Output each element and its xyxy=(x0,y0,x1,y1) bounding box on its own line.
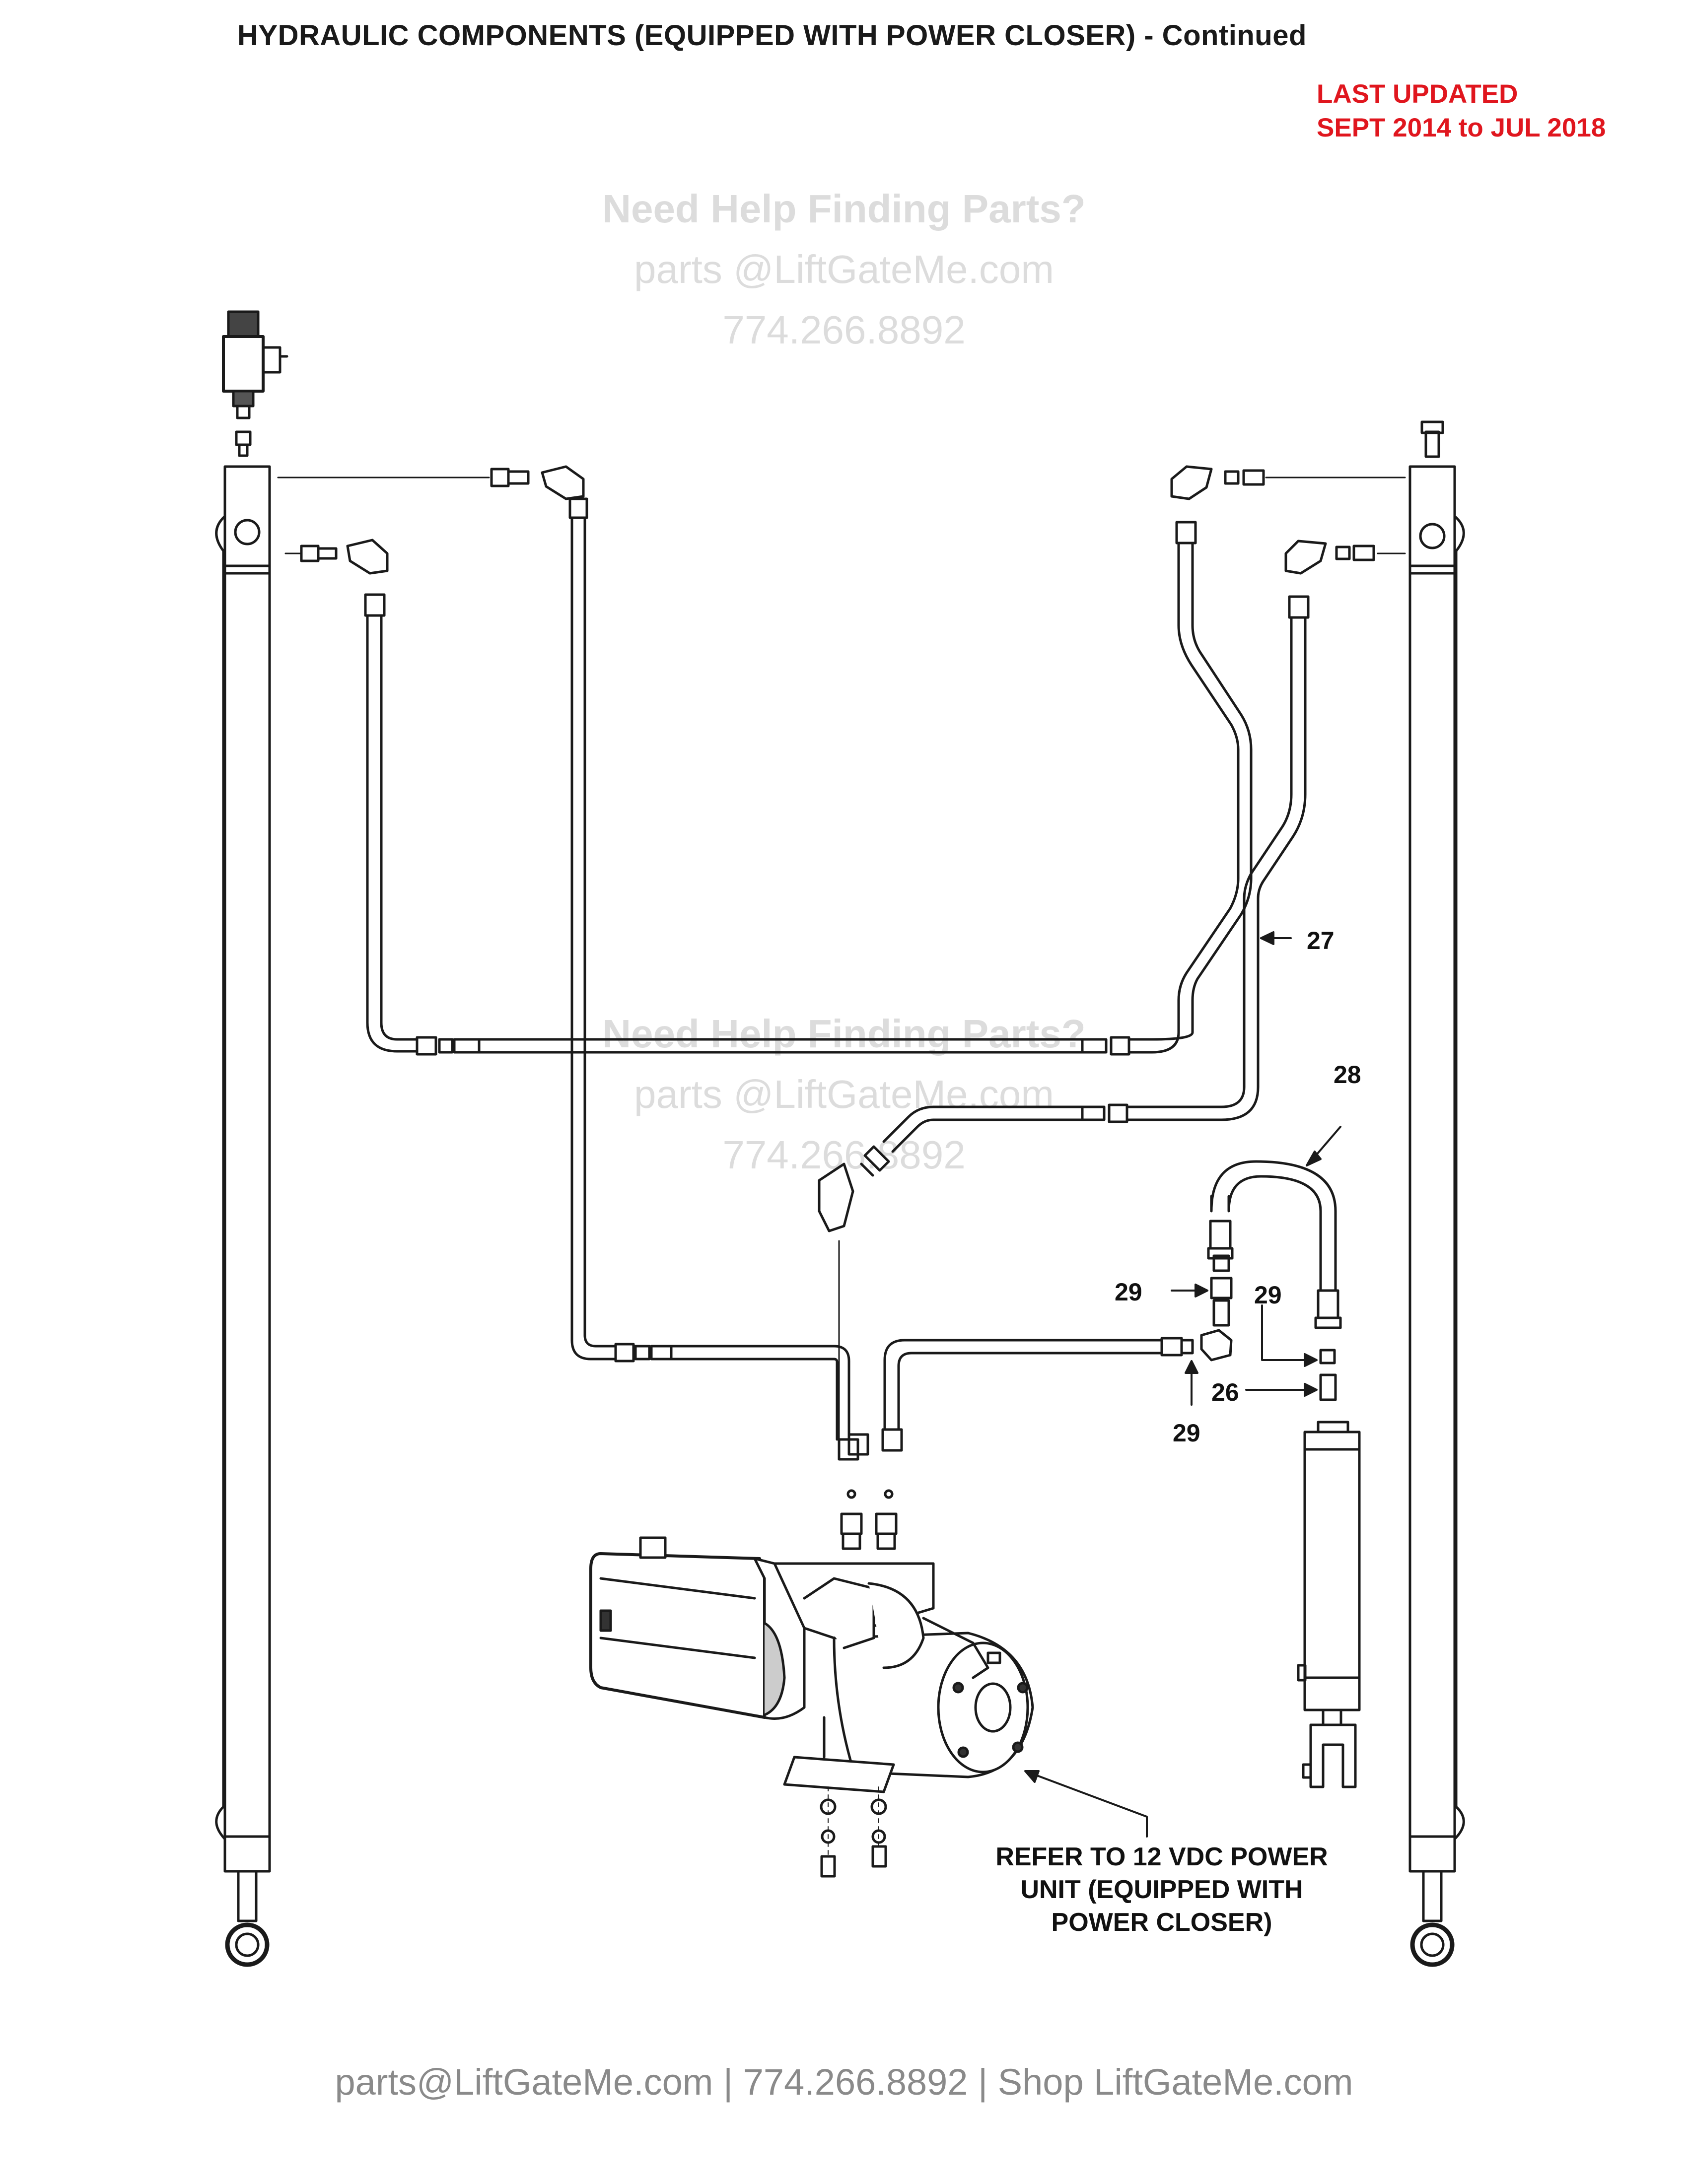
callout-leaders xyxy=(1024,931,1341,1838)
power-unit-reference-note: REFER TO 12 VDC POWER UNIT (EQUIPPED WIT… xyxy=(963,1841,1360,1939)
left-lift-cylinder xyxy=(215,465,271,1967)
refer-line-3: POWER CLOSER) xyxy=(1051,1908,1272,1937)
page-title: HYDRAULIC COMPONENTS (EQUIPPED WITH POWE… xyxy=(237,19,1307,52)
pump-to-valve-tube xyxy=(881,1254,1233,1452)
watermark-phone: 774.266.8892 xyxy=(722,308,966,352)
callout-28: 28 xyxy=(1334,1061,1361,1089)
right-hose-route xyxy=(818,465,1406,1456)
watermark-heading: Need Help Finding Parts? xyxy=(602,187,1086,231)
closer-cylinder xyxy=(1297,1421,1361,1788)
callout-29-left: 29 xyxy=(1115,1278,1142,1306)
solenoid-valve xyxy=(222,310,288,457)
callout-26: 26 xyxy=(1211,1378,1239,1406)
left-hose-route xyxy=(277,465,1130,1461)
watermark-email: parts @LiftGateMe.com xyxy=(634,247,1054,291)
watermark-email: parts @LiftGateMe.com xyxy=(634,1072,1054,1116)
watermark-heading: Need Help Finding Parts? xyxy=(602,1012,1086,1056)
power-unit xyxy=(589,1489,1034,1878)
watermark-middle: Need Help Finding Parts? parts @LiftGate… xyxy=(496,1004,1192,1185)
last-updated-label: LAST UPDATED xyxy=(1317,79,1518,109)
footer-contact: parts@LiftGateMe.com | 774.266.8892 | Sh… xyxy=(335,2061,1353,2103)
last-updated-range: SEPT 2014 to JUL 2018 xyxy=(1317,113,1606,142)
callout-27: 27 xyxy=(1307,927,1335,955)
right-lift-cylinder xyxy=(1408,420,1465,1967)
refer-line-1: REFER TO 12 VDC POWER xyxy=(995,1843,1328,1871)
watermark-top: Need Help Finding Parts? parts @LiftGate… xyxy=(496,179,1192,360)
callout-29-right: 29 xyxy=(1254,1281,1282,1309)
callout-29-bottom: 29 xyxy=(1173,1419,1200,1447)
hose-28 xyxy=(1207,1160,1342,1401)
last-updated-note: LAST UPDATED SEPT 2014 to JUL 2018 xyxy=(1317,77,1606,145)
refer-line-2: UNIT (EQUIPPED WITH xyxy=(1020,1875,1303,1904)
